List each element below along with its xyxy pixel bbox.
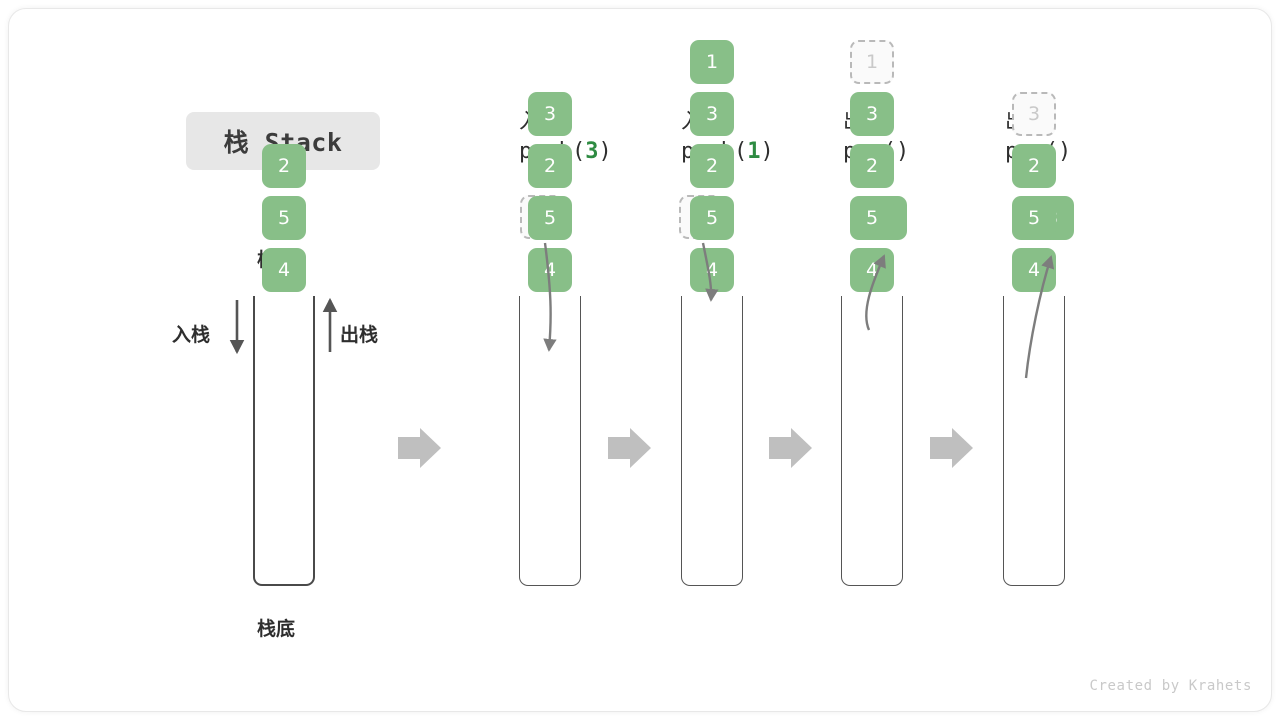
stack-cell: 5 [528,196,572,240]
stack-cell-removed: 3 [1012,92,1056,136]
code-suffix: ) [760,139,774,164]
stack-bottom-label: 栈底 [257,618,296,640]
pop-direction-label: 出栈 [340,324,379,346]
stack-cell: 5 [1012,196,1056,240]
code-arg: 1 [747,139,761,164]
stack-cell: 4 [690,248,734,292]
stack-cell: 1 [690,40,734,84]
stack-items-push-1: 4 5 2 3 1 [681,32,743,296]
stack-cell: 4 [1012,248,1056,292]
stack-container [841,296,903,586]
stack-container [1003,296,1065,586]
push-direction-label: 入栈 [172,324,211,346]
stack-cell: 4 [528,248,572,292]
code-suffix: ) [895,139,910,164]
stack-items-pop-3: 4 5 2 3 [1003,84,1065,296]
watermark: Created by Krahets [1089,678,1252,694]
stack-cell: 2 [262,144,306,188]
stack-items-push-3: 4 5 2 3 [519,84,581,296]
stack-cell: 5 [850,196,894,240]
stack-items-initial: 4 5 2 [253,136,315,296]
stack-cell: 3 [850,92,894,136]
stack-cell: 4 [850,248,894,292]
stack-container [681,296,743,586]
stack-cell: 5 [690,196,734,240]
stack-cell: 3 [690,92,734,136]
stack-cell: 2 [1012,144,1056,188]
stack-cell-removed: 1 [850,40,894,84]
stack-cell: 2 [690,144,734,188]
code-suffix: ) [1057,139,1072,164]
code-arg: 3 [585,139,599,164]
stack-container [253,296,315,586]
stack-cell: 3 [528,92,572,136]
stack-cell: 2 [528,144,572,188]
stack-cell: 5 [262,196,306,240]
stack-items-pop-1: 4 5 2 3 1 [841,32,903,296]
stack-cell: 4 [262,248,306,292]
code-suffix: ) [598,139,612,164]
stack-container [519,296,581,586]
stack-cell: 2 [850,144,894,188]
